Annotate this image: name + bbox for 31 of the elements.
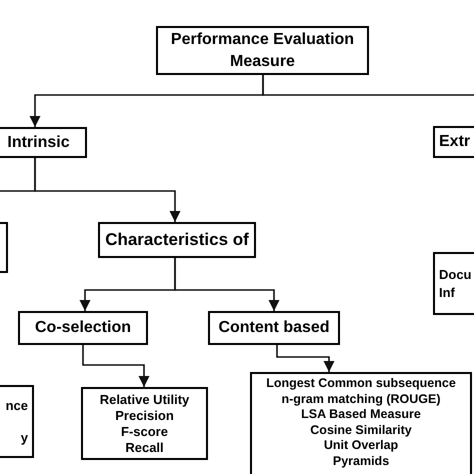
connector-arrow xyxy=(174,258,280,311)
box-text: Content based xyxy=(218,318,330,338)
root-box xyxy=(156,26,369,75)
box-text: n-gram matching (ROUGE) xyxy=(281,392,441,407)
box-text: F-score xyxy=(121,424,168,440)
box-text: Intrinsic xyxy=(7,132,70,152)
box-text: Relative Utility xyxy=(100,392,190,408)
connector-arrow xyxy=(82,345,150,387)
connector-arrow xyxy=(276,345,335,372)
box-text: y xyxy=(20,428,28,447)
box-text: Extr xyxy=(439,132,470,152)
connector-arrow xyxy=(34,158,181,222)
box-text: Cosine Similarity xyxy=(310,422,412,438)
box-text: LSA Based Measure xyxy=(301,407,421,422)
box-text: Co-selection xyxy=(34,318,131,338)
box-text: Precision xyxy=(115,408,174,424)
box-text: Unit Overlap xyxy=(324,438,398,454)
category-box xyxy=(208,311,340,345)
box-text: Docu xyxy=(439,266,472,284)
category-box xyxy=(0,127,87,158)
box-text: nce xyxy=(6,396,28,414)
box-text: Recall xyxy=(125,440,164,456)
box-text: Pyramids xyxy=(332,454,390,469)
box-text: Longest Common subsequence xyxy=(266,376,456,392)
list-box xyxy=(81,387,208,460)
category-box xyxy=(98,222,256,258)
box-text: Characteristics of xyxy=(105,229,249,252)
category-box xyxy=(18,311,148,345)
box-text: Inf xyxy=(439,284,455,302)
box-text: Performance Evaluation Measure xyxy=(170,30,356,72)
list-box xyxy=(250,372,472,474)
